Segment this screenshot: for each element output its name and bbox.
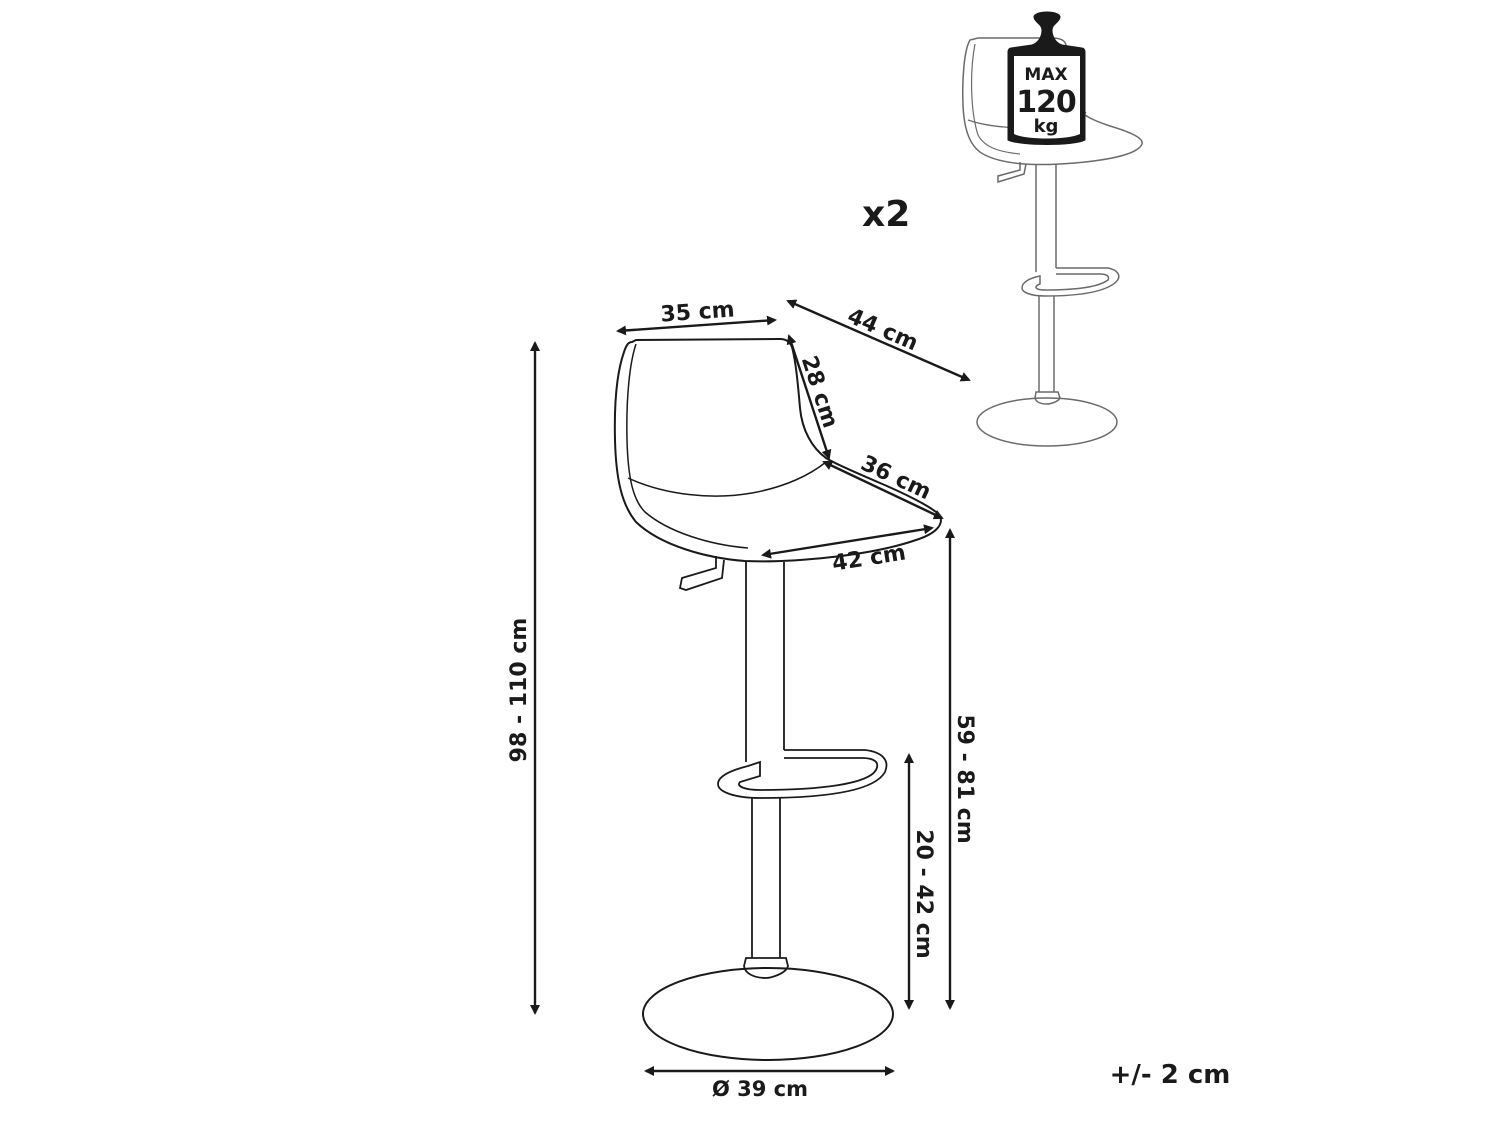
footrest-ring xyxy=(717,749,888,799)
max-load-line1: MAX xyxy=(1024,65,1067,85)
small-gas-lever xyxy=(997,162,1027,184)
dim-footrest-height-label: 20 - 42 cm xyxy=(911,829,936,958)
stool-shell-inner xyxy=(626,343,749,549)
dim-seat-depth-arrow xyxy=(822,460,944,520)
dim-back-height-arrow xyxy=(786,334,832,460)
dim-depth-label: 44 cm xyxy=(844,304,922,357)
dim-base-diameter-label: Ø 39 cm xyxy=(712,1077,808,1101)
stool-base xyxy=(642,967,894,1061)
gas-lever xyxy=(678,556,725,591)
small-footrest-ring xyxy=(1021,267,1120,297)
dim-seat-width-arrow xyxy=(761,524,934,559)
secondary-stool-drawing xyxy=(962,37,1143,447)
quantity-label: x2 xyxy=(862,194,910,235)
dim-total-height-label: 98 - 110 cm xyxy=(507,618,532,763)
stool-shell-outer xyxy=(613,337,942,563)
tolerance-note: +/- 2 cm xyxy=(1110,1060,1231,1090)
dim-depth-arrow xyxy=(786,299,971,382)
max-load-line2: 120 xyxy=(1016,85,1076,120)
max-load-line3: kg xyxy=(1034,116,1059,137)
dimension-labels: 35 cm 44 cm 28 cm 36 cm 42 cm 98 - 110 c… xyxy=(507,297,977,1101)
max-load-weight-icon: MAX 120 kg xyxy=(1007,11,1086,145)
dim-back-width-arrow xyxy=(616,315,777,336)
stool-seat-line xyxy=(627,461,827,497)
dimension-lines xyxy=(530,299,971,1076)
main-stool-drawing xyxy=(613,337,942,1061)
dim-seat-width-label: 42 cm xyxy=(830,540,907,576)
dim-seat-height-label: 59 - 81 cm xyxy=(952,714,977,843)
small-stool-base xyxy=(976,397,1118,447)
dim-back-width-label: 35 cm xyxy=(660,297,736,327)
